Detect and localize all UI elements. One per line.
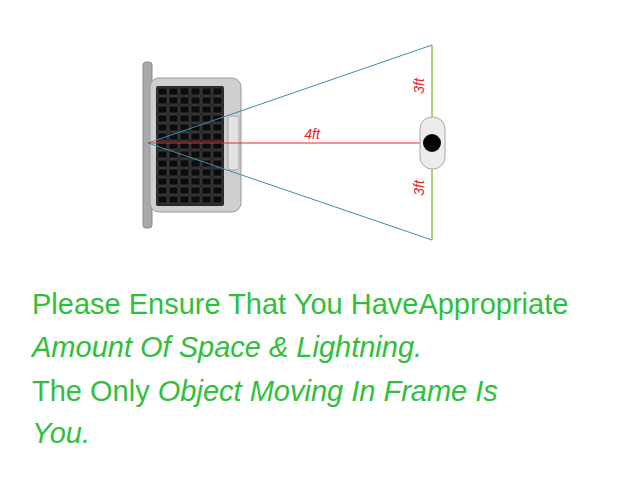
key [191,160,200,167]
key [191,115,200,122]
key [180,115,189,122]
key [180,178,189,185]
instruction-text: You. [32,417,90,449]
key [169,97,178,104]
key [213,124,222,131]
key [191,187,200,194]
key [180,160,189,167]
key [180,88,189,95]
key [180,133,189,140]
key [202,196,211,203]
key [169,178,178,185]
key [169,160,178,167]
key [158,115,167,122]
keyboard [156,86,224,206]
instruction-text: Object Moving In Frame Is [158,375,498,407]
laptop-illustration [143,62,241,228]
key [202,115,211,122]
instruction-text: Please Ensure That You HaveAppropriate [32,288,568,320]
key [191,151,200,158]
key [169,169,178,176]
instruction-line: Amount Of Space & Lightning. [32,327,422,367]
key [158,88,167,95]
key [158,187,167,194]
keyboard-keys [158,88,222,203]
key [169,88,178,95]
key [158,151,167,158]
key [191,133,200,140]
key [158,160,167,167]
key [202,133,211,140]
key [169,196,178,203]
key [191,169,200,176]
key [158,169,167,176]
key [202,178,211,185]
key [202,106,211,113]
view-line [148,143,432,240]
key [180,187,189,194]
laptop-deck [150,78,241,212]
key [191,106,200,113]
key [158,97,167,104]
key [202,97,211,104]
key [213,133,222,140]
instruction-line: You. [32,413,90,453]
key [213,178,222,185]
key [158,106,167,113]
key [158,178,167,185]
key [202,88,211,95]
key [169,106,178,113]
dimension-label: 4ft [304,127,320,141]
key [213,187,222,194]
key [180,169,189,176]
instruction-text: Amount Of Space & Lightning. [32,331,422,363]
key [213,88,222,95]
dimension-label: 3ft [412,78,426,94]
key [158,124,167,131]
key [213,151,222,158]
person-head [423,134,441,152]
key [202,124,211,131]
key [180,106,189,113]
key [191,178,200,185]
key [180,97,189,104]
key [191,88,200,95]
instruction-line: The OnlyObject Moving In Frame Is [32,371,498,411]
person-shoulders [420,117,445,169]
key [202,151,211,158]
instruction-text: The Only [32,375,150,407]
distance-line [148,143,424,144]
view-line [148,45,432,143]
dimension-label: 3ft [412,180,426,196]
key [213,196,222,203]
key [213,169,222,176]
key [213,97,222,104]
key [202,169,211,176]
key [158,196,167,203]
instruction-line: Please Ensure That You HaveAppropriate [32,284,568,324]
key [191,196,200,203]
key [213,106,222,113]
key [191,97,200,104]
key [202,187,211,194]
key [169,115,178,122]
person-icon [420,117,445,169]
key [169,187,178,194]
key [169,124,178,131]
key [180,196,189,203]
